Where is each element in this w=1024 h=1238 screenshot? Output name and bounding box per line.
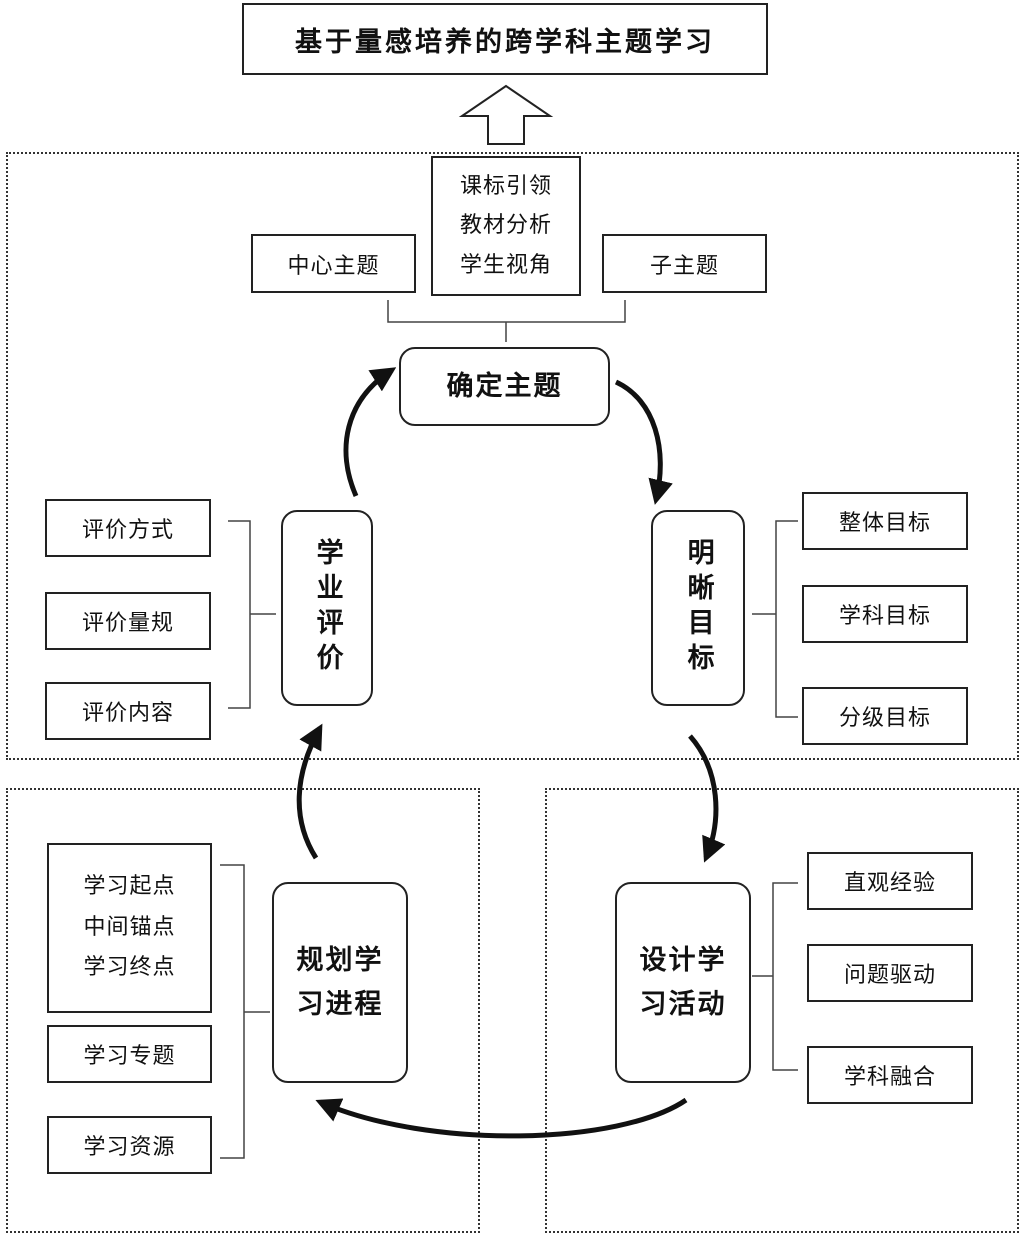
learning-point: 中间锚点 — [83, 914, 176, 940]
up-arrow-icon — [458, 84, 554, 145]
evaluation-label: 学业评价 — [311, 538, 343, 678]
clarify-goals-box: 明晰目标 — [651, 510, 745, 706]
activity-box: 学科融合 — [807, 1046, 973, 1104]
source-line: 课标引领 — [459, 173, 552, 199]
design-activities-label: 设计学习活动 — [639, 945, 727, 1020]
goal-box: 学科目标 — [802, 585, 968, 643]
goal-box: 分级目标 — [802, 687, 968, 745]
learning-point: 学习终点 — [83, 955, 176, 981]
evaluation-item-box: 评价量规 — [45, 592, 211, 650]
sub-theme-box: 子主题 — [602, 234, 767, 293]
evaluation-item-box: 评价方式 — [45, 499, 211, 557]
bottom-right-region — [545, 788, 1019, 1233]
top-region — [6, 152, 1019, 760]
bottom-left-region — [6, 788, 480, 1233]
plan-process-box: 规划学习进程 — [272, 882, 408, 1083]
activity-box: 问题驱动 — [807, 944, 973, 1002]
evaluation-item-box: 评价内容 — [45, 682, 211, 740]
goal-box: 整体目标 — [802, 492, 968, 550]
center-theme-box: 中心主题 — [251, 234, 416, 293]
theme-source-box: 课标引领 教材分析 学生视角 — [431, 156, 581, 296]
learning-topic-box: 学习专题 — [47, 1025, 212, 1083]
learning-point: 学习起点 — [83, 873, 176, 899]
evaluation-box: 学业评价 — [281, 510, 373, 706]
source-line: 学生视角 — [459, 252, 552, 278]
learning-points-box: 学习起点 中间锚点 学习终点 — [47, 843, 212, 1013]
diagram-title: 基于量感培养的跨学科主题学习 — [242, 3, 768, 75]
design-activities-box: 设计学习活动 — [615, 882, 751, 1083]
activity-box: 直观经验 — [807, 852, 973, 910]
learning-resources-box: 学习资源 — [47, 1116, 212, 1174]
plan-process-label: 规划学习进程 — [296, 945, 384, 1020]
determine-theme-box: 确定主题 — [399, 347, 610, 426]
clarify-goals-label: 明晰目标 — [682, 538, 714, 678]
source-line: 教材分析 — [459, 213, 552, 239]
